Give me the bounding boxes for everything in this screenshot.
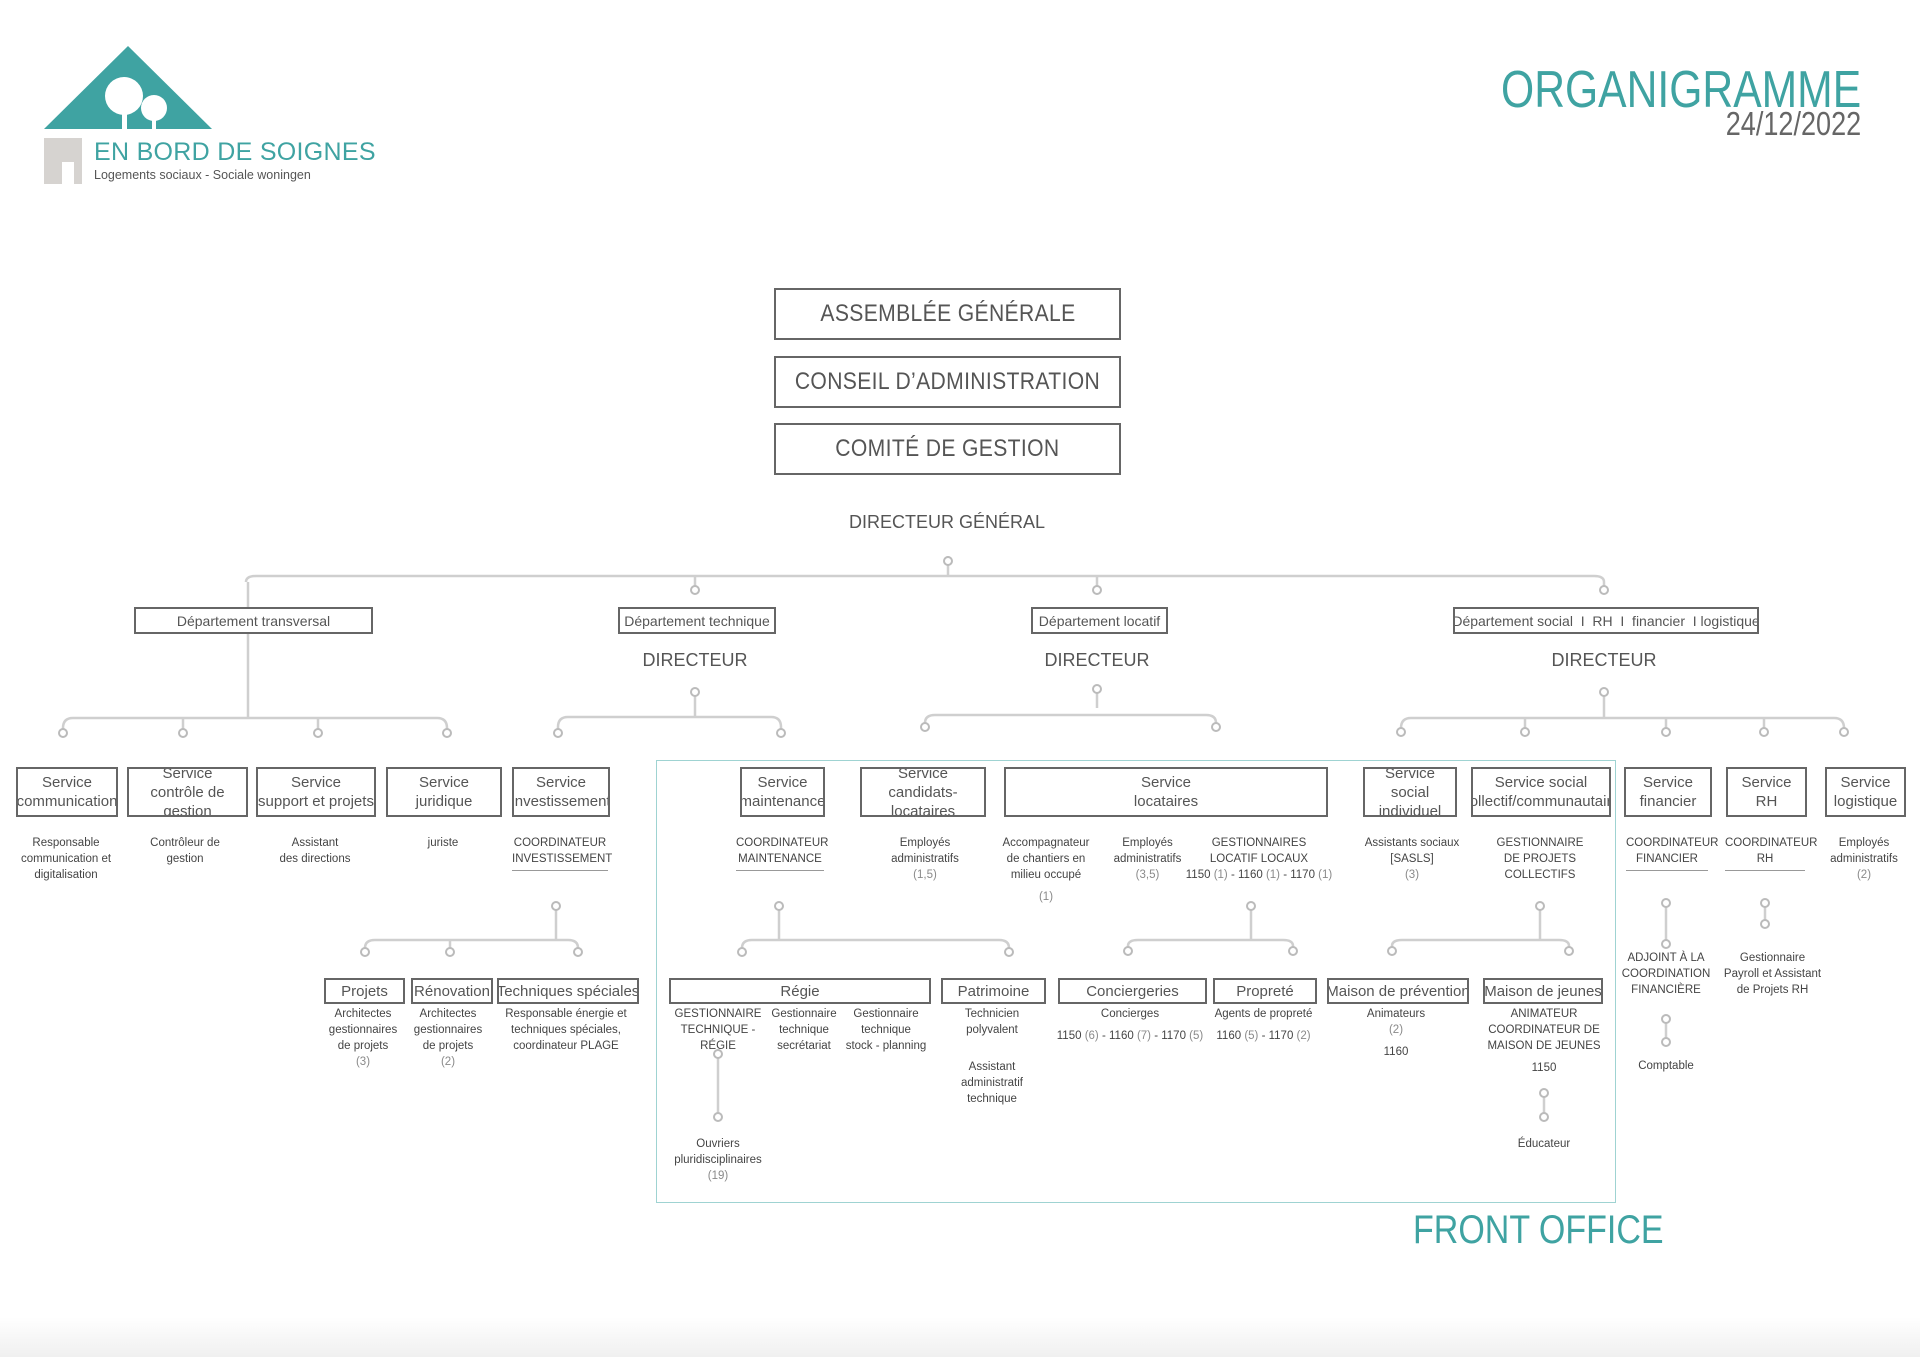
comite-gestion-box: COMITÉ DE GESTION [774, 423, 1121, 475]
page-title: ORGANIGRAMME [1500, 61, 1861, 119]
role-assistants-sociaux: Assistants sociaux[SASLS](3) [1364, 837, 1460, 881]
conseil-administration-box: CONSEIL D’ADMINISTRATION [774, 356, 1121, 408]
org-name: EN BORD DE SOIGNES [94, 138, 376, 166]
dept-transversal: Département transversal [134, 607, 373, 634]
director-technique: DIRECTEUR [642, 650, 748, 670]
tree-icon [105, 77, 143, 115]
unit-regie: Régie [669, 978, 931, 1004]
unit-maison-jeunes: Maison de jeunes [1483, 978, 1603, 1004]
unit-maison-prevention: Maison de prévention [1327, 978, 1469, 1004]
unit-conciergeries: Conciergeries [1058, 978, 1207, 1004]
unit-techniques-speciales: Techniques spéciales [497, 978, 639, 1004]
service-social-collectif: Service socialcollectif/communautaire [1471, 767, 1611, 817]
assemblee-generale-box: ASSEMBLÉE GÉNÉRALE [774, 288, 1121, 340]
director-social: DIRECTEUR [1551, 650, 1657, 670]
role-animateurs: Animateurs(2)1160 [1366, 1008, 1426, 1058]
role-juriste: juriste [427, 837, 459, 849]
director-locatif: DIRECTEUR [1044, 650, 1150, 670]
directeur-general: DIRECTEUR GÉNÉRAL [848, 512, 1046, 532]
front-office-label: FRONT OFFICE [1413, 1208, 1664, 1252]
unit-patrimoine: Patrimoine [941, 978, 1046, 1004]
unit-renovation: Rénovation [411, 978, 493, 1004]
dept-locatif: Département locatif [1031, 607, 1168, 634]
unit-projets: Projets [324, 978, 405, 1004]
role-comptable: Comptable [1638, 1060, 1694, 1072]
org-tagline: Logements sociaux - Sociale woningen [94, 168, 311, 182]
role-educateur: Éducateur [1517, 1138, 1571, 1150]
bottom-edge [0, 1317, 1920, 1357]
house-icon [44, 138, 82, 184]
page-date: 24/12/2022 [1725, 105, 1861, 142]
dept-social: Département social I RH I financier I lo… [1453, 607, 1759, 634]
front-office-frame [656, 760, 1616, 1203]
dept-technique: Département technique [618, 607, 776, 634]
unit-proprete: Propreté [1213, 978, 1317, 1004]
logo-mark [44, 46, 212, 184]
